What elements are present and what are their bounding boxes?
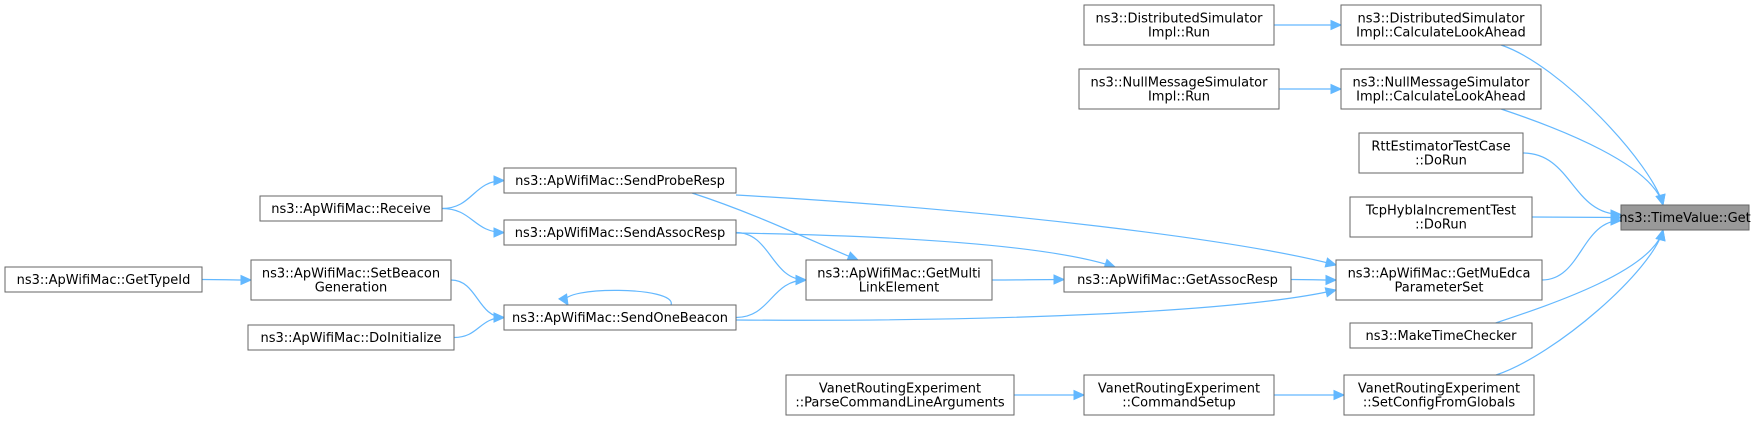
edge-multilink-to-getassoc [991,274,1066,285]
node-send-one-beacon-box [503,304,737,331]
node-receive[interactable]: ns3::ApWifiMac::Receive [259,195,443,222]
node-set-config-from-globals-label: VanetRoutingExperiment [1358,382,1520,397]
node-receive-box [259,195,443,222]
edge-nmrun-to-nmla [1279,83,1343,95]
node-send-probe-resp-label: ns3::ApWifiMac::SendProbeResp [515,174,725,189]
node-distributed-simulator-calculate-lookahead[interactable]: ns3::DistributedSimulatorImpl::Calculate… [1340,4,1542,46]
node-get-mu-edca-parameter-set-label: ParameterSet [1395,281,1484,296]
edge-probe-to-multilink [691,192,860,262]
node-get-assoc-resp[interactable]: ns3::ApWifiMac::GetAssocResp [1063,266,1292,293]
node-get-type-id[interactable]: ns3::ApWifiMac::GetTypeId [4,266,203,293]
edge-getassoc-to-muedca [1290,274,1338,286]
node-command-setup-box [1083,374,1275,416]
node-set-config-from-globals-label: ::SetConfigFromGlobals [1363,396,1515,411]
node-parse-command-line-arguments-box [785,374,1015,416]
node-command-setup[interactable]: VanetRoutingExperiment::CommandSetup [1083,374,1275,416]
edge-probe-to-muedca [735,194,1338,268]
edge-typeid-to-beaconGen [201,274,253,286]
node-get-assoc-resp-box [1063,266,1292,293]
node-null-message-simulator-run-box [1078,68,1280,110]
node-set-config-from-globals-box [1343,374,1535,416]
node-send-probe-resp-box [503,167,737,194]
node-get-type-id-box [4,266,203,293]
node-tcp-hybla-increment-test-doRun-label: TcpHyblaIncrementTest [1365,204,1516,219]
node-send-assoc-resp-box [503,219,737,246]
node-set-config-from-globals[interactable]: VanetRoutingExperiment::SetConfigFromGlo… [1343,374,1535,416]
node-timevalue-get-box [1620,204,1750,231]
node-send-one-beacon-label: ns3::ApWifiMac::SendOneBeacon [512,311,728,326]
node-distributed-simulator-calculate-lookahead-box [1340,4,1542,46]
edge-hybla-to-get [1531,212,1623,223]
edge-receive-to-assoc [441,207,506,238]
node-get-mu-edca-parameter-set-box [1335,259,1543,301]
edge-muedca-to-get [1541,215,1623,281]
edge-cmdsetup-to-setcfg [1273,389,1346,401]
node-make-time-checker-box [1349,322,1533,349]
node-null-message-simulator-run-label: ns3::NullMessageSimulator [1091,76,1269,91]
node-rtt-estimator-test-doRun[interactable]: RttEstimatorTestCase::DoRun [1358,132,1524,174]
node-parse-command-line-arguments[interactable]: VanetRoutingExperiment::ParseCommandLine… [785,374,1015,416]
node-set-beacon-generation-box [250,259,452,301]
node-rtt-estimator-test-doRun-label: ::DoRun [1415,154,1467,169]
node-send-probe-resp[interactable]: ns3::ApWifiMac::SendProbeResp [503,167,737,194]
node-do-initialize-box [247,324,455,351]
node-send-one-beacon[interactable]: ns3::ApWifiMac::SendOneBeacon [503,304,737,331]
node-set-beacon-generation-label: Generation [315,281,388,296]
node-do-initialize-label: ns3::ApWifiMac::DoInitialize [260,331,441,346]
node-send-assoc-resp[interactable]: ns3::ApWifiMac::SendAssocResp [503,219,737,246]
node-null-message-simulator-calculate-lookahead-box [1340,68,1542,110]
node-make-time-checker[interactable]: ns3::MakeTimeChecker [1349,322,1533,349]
edge-beacon-to-muedca [735,287,1338,321]
node-parse-command-line-arguments-label: VanetRoutingExperiment [819,382,981,397]
edge-setcfg-to-get [1495,228,1666,376]
node-parse-command-line-arguments-label: ::ParseCommandLineArguments [795,396,1005,411]
edge-receive-to-probe [441,175,506,210]
node-make-time-checker-label: ns3::MakeTimeChecker [1366,329,1518,344]
node-get-multi-link-element-box [805,259,993,301]
edge-rtt-to-get [1522,152,1623,220]
node-do-initialize[interactable]: ns3::ApWifiMac::DoInitialize [247,324,455,351]
node-get-multi-link-element-label: LinkElement [859,281,939,296]
node-null-message-simulator-calculate-lookahead-label: ns3::NullMessageSimulator [1353,76,1531,91]
node-tcp-hybla-increment-test-doRun[interactable]: TcpHyblaIncrementTest::DoRun [1349,196,1533,238]
edge-doinit-to-beacon [453,312,506,339]
node-rtt-estimator-test-doRun-box [1358,132,1524,174]
node-distributed-simulator-calculate-lookahead-label: ns3::DistributedSimulator [1357,12,1525,27]
node-rtt-estimator-test-doRun-label: RttEstimatorTestCase [1371,140,1510,155]
node-timevalue-get-label: ns3::TimeValue::Get [1619,211,1751,226]
edge-dsrun-to-dsla [1274,19,1343,31]
node-timevalue-get[interactable]: ns3::TimeValue::Get [1619,204,1751,231]
node-tcp-hybla-increment-test-doRun-label: ::DoRun [1415,218,1467,233]
node-get-type-id-label: ns3::ApWifiMac::GetTypeId [17,273,191,288]
node-distributed-simulator-calculate-lookahead-label: Impl::CalculateLookAhead [1356,26,1526,41]
node-distributed-simulator-run-box [1083,4,1275,46]
edge-beacon-to-multilink [735,274,808,319]
node-receive-label: ns3::ApWifiMac::Receive [271,202,431,217]
node-send-assoc-resp-label: ns3::ApWifiMac::SendAssocResp [515,226,725,241]
edge-nmla-to-get [1500,108,1666,207]
node-get-multi-link-element-label: ns3::ApWifiMac::GetMulti [817,267,981,282]
node-set-beacon-generation-label: ns3::ApWifiMac::SetBeacon [262,267,440,282]
nodes-layer: ns3::TimeValue::Get ns3::DistributedSimul… [4,4,1751,416]
node-null-message-simulator-calculate-lookahead[interactable]: ns3::NullMessageSimulatorImpl::Calculate… [1340,68,1542,110]
edges-layer [201,19,1666,401]
edge-parse-to-cmdsetup [1013,389,1086,401]
node-distributed-simulator-run-label: ns3::DistributedSimulator [1095,12,1263,27]
node-null-message-simulator-run-label: Impl::Run [1148,90,1210,105]
node-null-message-simulator-calculate-lookahead-label: Impl::CalculateLookAhead [1356,90,1526,105]
node-get-mu-edca-parameter-set-label: ns3::ApWifiMac::GetMuEdca [1348,267,1531,282]
node-tcp-hybla-increment-test-doRun-box [1349,196,1533,238]
node-command-setup-label: VanetRoutingExperiment [1098,382,1260,397]
node-distributed-simulator-run-label: Impl::Run [1148,26,1210,41]
node-get-assoc-resp-label: ns3::ApWifiMac::GetAssocResp [1077,273,1278,288]
edge-beacon-to-beacon [558,289,672,307]
node-command-setup-label: ::CommandSetup [1122,396,1235,411]
